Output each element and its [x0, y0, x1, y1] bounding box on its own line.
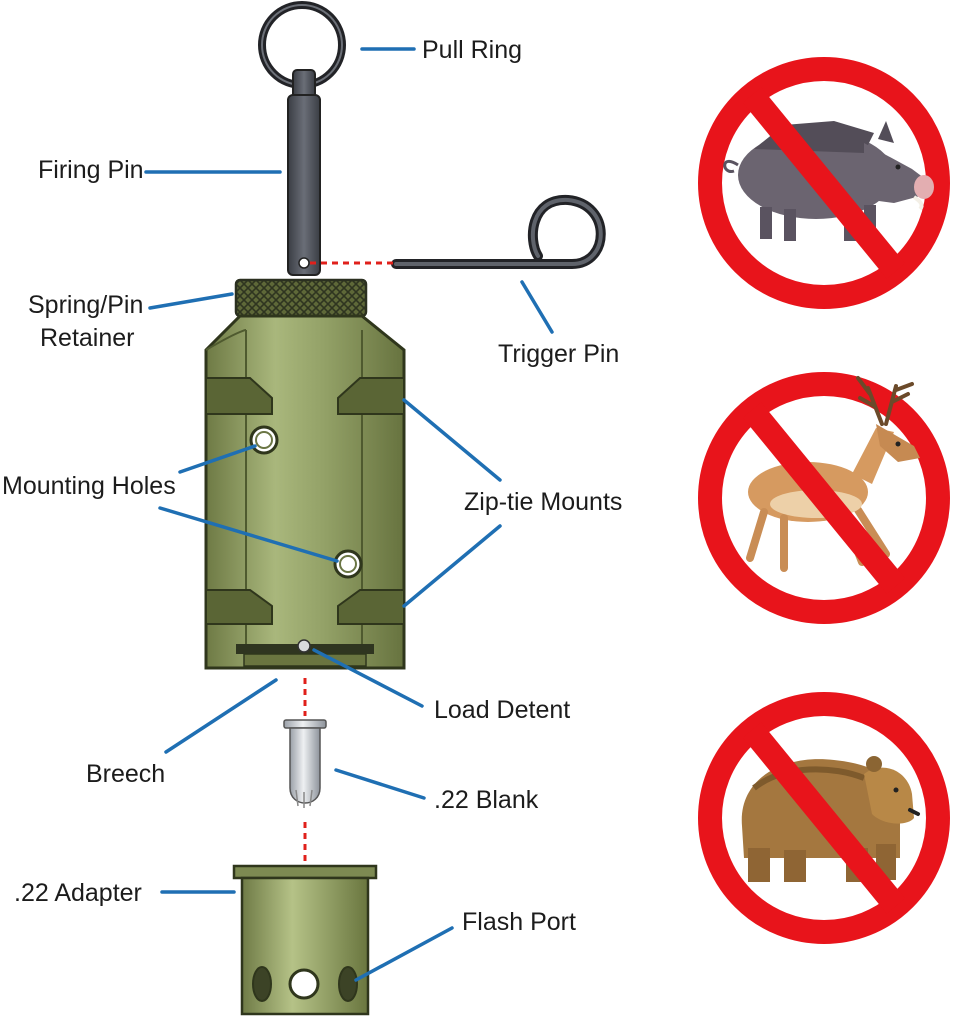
leader-zip-tie-lower: [402, 524, 502, 608]
leader-mounting-hole-1: [178, 444, 257, 474]
leader-lines: [144, 47, 554, 982]
firing-pin: [287, 69, 321, 276]
label-retainer-line2: Retainer: [40, 324, 135, 352]
main-body: [204, 314, 406, 670]
leader-zip-tie-upper: [402, 398, 502, 482]
label-firing-pin: Firing Pin: [38, 156, 144, 184]
label-breech: Breech: [86, 760, 165, 788]
spring-pin-retainer: [234, 278, 368, 318]
label-flash-port: Flash Port: [462, 908, 576, 936]
label-trigger-pin: Trigger Pin: [498, 340, 619, 368]
label-blank: .22 Blank: [434, 786, 539, 814]
no-boar-icon: [698, 57, 950, 309]
label-zip-tie-mounts: Zip-tie Mounts: [464, 488, 622, 516]
no-bear-icon: [698, 692, 950, 944]
label-adapter: .22 Adapter: [14, 879, 142, 907]
leader-load-detent: [312, 648, 424, 708]
label-retainer-line1: Spring/Pin: [28, 291, 143, 319]
adapter: [232, 864, 378, 1016]
leader-retainer: [148, 292, 234, 310]
leader-blank: [334, 768, 426, 800]
label-mounting-holes: Mounting Holes: [2, 472, 176, 500]
labels: Pull Ring Firing Pin Spring/Pin Retainer…: [2, 36, 622, 936]
alignment-guides: [303, 261, 394, 862]
leader-flash-port: [354, 926, 454, 982]
trigger-pin: [391, 195, 606, 269]
label-pull-ring: Pull Ring: [422, 36, 522, 64]
leader-breech: [164, 678, 278, 754]
no-deer-icon: [698, 372, 950, 624]
label-load-detent: Load Detent: [434, 696, 570, 724]
leader-mounting-hole-2: [158, 506, 339, 563]
leader-trigger-pin: [520, 280, 554, 334]
blank-cartridge: [283, 719, 327, 808]
